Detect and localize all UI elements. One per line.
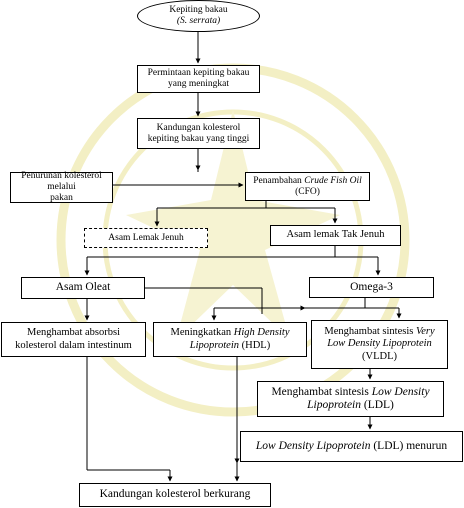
demand-line1: Permintaan kepiting bakau [147, 68, 250, 79]
vldl-line3: (VLDL) [362, 350, 397, 362]
unsaturated-fat-box: Asam lemak Tak Jenuh [270, 225, 401, 246]
ldl-decrease-italic: Low Density Lipoprotein [255, 439, 371, 452]
ldl-prefix: Menghambat sintesis [271, 385, 372, 398]
unsaturated-fat-label: Asam lemak Tak Jenuh [286, 229, 385, 241]
high-cholesterol-box: Kandungan kolesterol kepiting bakau yang… [137, 118, 260, 149]
cfo-line1-italic: Crude Fish Oil [304, 175, 362, 186]
cfo-addition-box: Penambahan Crude Fish Oil (CFO) [245, 172, 370, 201]
ldl-decrease-box: Low Density Lipoprotein (LDL) menurun [240, 431, 463, 462]
absorption-line1: Menghambat absorbsi [26, 327, 121, 339]
feed-reduction-line2: pakan [50, 192, 73, 203]
vldl-italic2: Low Density Lipoprotein [327, 338, 432, 350]
ldl-inhibit-box: Menghambat sintesis Low Density Lipoprot… [257, 381, 444, 417]
start-node-line2: (S. serrata) [176, 16, 221, 26]
absorption-line2: kolesterol dalam intestinum [15, 339, 132, 351]
hdl-increase-box: Meningkatkan High Density Lipoprotein (H… [153, 322, 307, 357]
absorption-inhibit-box: Menghambat absorbsi kolesterol dalam int… [1, 322, 146, 357]
cfo-line2: (CFO) [295, 186, 320, 197]
hdl-suffix: (HDL) [239, 339, 271, 351]
saturated-fat-box: Asam Lemak Jenuh [84, 228, 208, 248]
vldl-prefix: Menghambat sintesis [324, 326, 416, 338]
oleic-acid-box: Asam Oleat [21, 277, 145, 299]
ldl-suffix: (LDL) [361, 399, 394, 411]
start-node-mud-crab: Kepiting bakau (S. serrata) [137, 0, 260, 32]
oleic-acid-label: Asam Oleat [55, 281, 111, 294]
vldl-italic1: Very [415, 326, 435, 338]
ldl-italic2: Lipoprotein [307, 399, 361, 411]
feed-reduction-line1: Penurunan kolesterol melalui [21, 171, 102, 193]
vldl-inhibit-box: Menghambat sintesis Very Low Density Lip… [311, 320, 448, 369]
hdl-italic2: Lipoprotein [189, 339, 239, 351]
hdl-italic1: High Density [233, 327, 290, 339]
high-cholesterol-line1: Kandungan kolesterol [156, 122, 241, 133]
demand-box: Permintaan kepiting bakau yang meningkat [137, 65, 260, 93]
start-node-line1: Kepiting bakau [169, 5, 228, 16]
hdl-prefix: Meningkatkan [170, 327, 234, 339]
ldl-italic1: Low Density [371, 385, 430, 398]
omega3-box: Omega-3 [309, 277, 434, 298]
high-cholesterol-line2: kepiting bakau yang tinggi [147, 133, 250, 144]
demand-line2: yang meningkat [168, 79, 229, 89]
saturated-fat-label: Asam Lemak Jenuh [108, 232, 184, 243]
feed-reduction-box: Penurunan kolesterol melalui pakan [10, 171, 113, 203]
result-box: Kandungan kolesterol berkurang [79, 483, 271, 507]
ldl-decrease-suffix: (LDL) menurun [370, 439, 448, 452]
cfo-line1-prefix: Penambahan [253, 175, 305, 186]
omega3-label: Omega-3 [350, 280, 393, 293]
result-label: Kandungan kolesterol berkurang [99, 488, 251, 501]
